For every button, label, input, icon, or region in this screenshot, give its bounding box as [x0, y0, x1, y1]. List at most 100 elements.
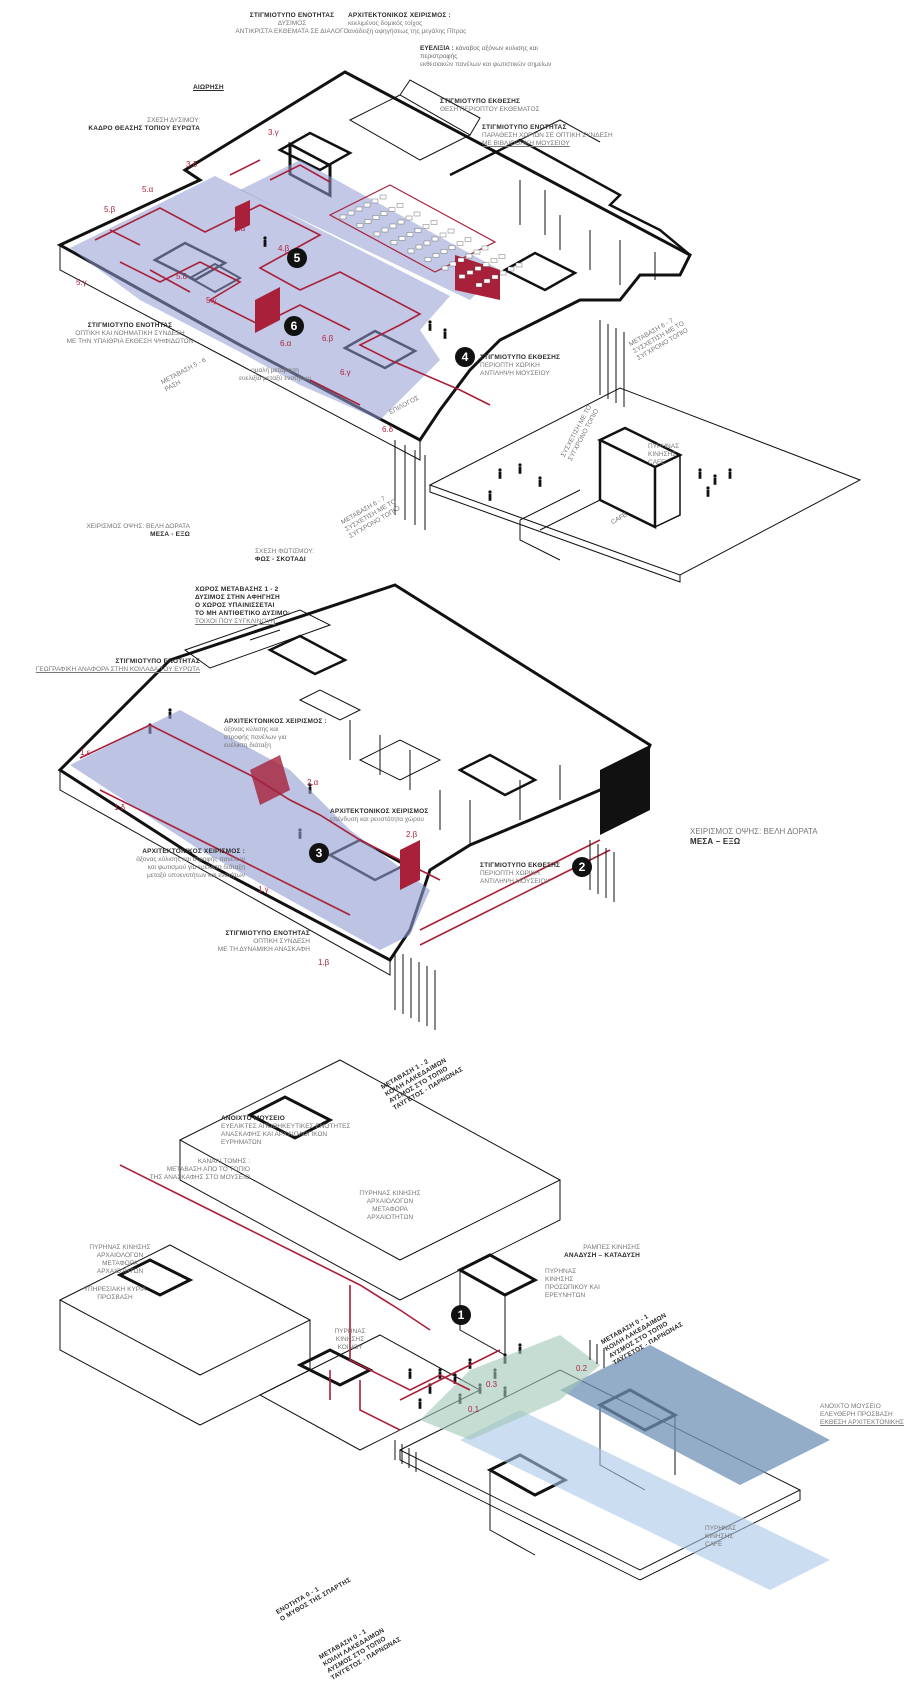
label-pyrinas-left: ΠΥΡΗΝΑΣ ΚΙΝΗΣΗΣ ΑΡΧΑΙΟΛΟΓΩΝ ΜΕΤΑΦΟΡΑ ΑΡΧ…: [89, 1244, 151, 1275]
display-plinth: [406, 232, 414, 237]
label-pyrinas-kinisis-archaiologon: ΠΥΡΗΝΑΣ ΚΙΝΗΣΗΣ ΑΡΧΑΙΟΛΟΓΩΝ ΜΕΤΑΦΟΡΑ ΑΡΧ…: [359, 1190, 421, 1221]
person-figure-head: [308, 783, 312, 787]
display-plinth: [422, 224, 430, 229]
display-plinth: [507, 266, 515, 272]
display-plinth: [388, 207, 396, 212]
label-anoixto-mouseio-1: ΑΝΟΙΧΤΟ ΜΟΥΣΕΙΟ ΕΥΕΛΙΚΤΕΣ ΑΠΟΘΗΚΕΥΤΙΚΕΣ …: [221, 1115, 351, 1146]
label-stigmiotypo-ekthesis-1: ΣΤΙΓΜΙΟΤΥΠΟ ΕΚΘΕΣΗΣ ΘΕΣΗ ΠΕΡΙΟΠΤΟΥ ΕΚΘΕΜ…: [440, 98, 540, 113]
label-kanali-tomis: ΚΑΝΑΛΙ ΤΟΜΗΣ : ΜΕΤΑΒΑΣΗ ΑΠΟ ΤΟ ΤΟΠΙΟ ΤΗΣ…: [149, 1158, 250, 1181]
label-stigmiotypo-enotitas-2: ΣΤΙΓΜΙΟΤΥΠΟ ΕΝΟΤΗΤΑΣ ΠΑΡΑΘΕΣΗ ΧΩΡΙΩΝ ΣΕ …: [482, 124, 613, 147]
label-stigmiotypo-ekthesis-2: ΣΤΙΓΜΙΟΤΥΠΟ ΕΚΘΕΣΗΣ ΠΕΡΙΟΠΤΗ ΧΩΡΙΚΗ ΑΝΤΙ…: [480, 354, 561, 377]
label-stigmiotypo-enotitas-1: ΣΤΙΓΜΙΟΤΥΠΟ ΕΝΟΤΗΤΑΣ ΔΥΣΙΜΟΣ ΑΝΤΙΚΡΙΣΤΑ …: [235, 12, 349, 35]
display-plinth: [356, 223, 364, 228]
unit-number-4: 4: [455, 347, 475, 367]
display-plinth: [380, 211, 388, 216]
space-tag: 2.α: [307, 778, 319, 787]
space-tag: 5.δ: [176, 272, 188, 281]
display-plinth: [449, 261, 457, 267]
display-plinth: [390, 240, 398, 245]
display-plinth: [432, 253, 440, 258]
label-pyrinas-cafe: ΠΥΡΗΝΑΣ ΚΙΝΗΣΗΣ CAFE: [705, 1525, 737, 1548]
person-figure-body: [538, 479, 542, 487]
display-plinth: [447, 228, 455, 234]
label-anoixto-mouseio-2: ΑΝΟΙΧΤΟ ΜΟΥΣΕΙΟ ΕΛΕΥΘΕΡΗ ΠΡΟΣΒΑΣΗ ΕΚΘΕΣΗ…: [820, 1403, 904, 1426]
unit-number-3: 3: [309, 843, 329, 863]
label-aiorisi: ΑΙΩΡΗΣΗ: [193, 84, 224, 91]
display-plinth: [498, 254, 506, 259]
unit-number-5: 5: [287, 248, 307, 268]
person-figure-body: [713, 477, 717, 485]
unit-number-6: 6: [284, 316, 304, 336]
person-figure-head: [168, 708, 172, 712]
person-figure-head: [468, 1358, 472, 1362]
person-figure-head: [518, 463, 522, 467]
person-figure-body: [428, 1386, 432, 1394]
unit-number-2: 2: [572, 857, 592, 877]
display-plinth: [490, 258, 498, 263]
display-plinth: [491, 274, 499, 280]
unit-number-1: 1: [451, 1305, 471, 1325]
label-ypiresiaki: ΥΠΗΡΕΣΙΑΚΗ ΚΥΡΙΑ ΠΡΟΣΒΑΣΗ: [83, 1286, 147, 1301]
display-plinth: [397, 219, 405, 225]
display-plinth: [481, 245, 489, 251]
label-cheirismos-opsis-2: ΧΕΙΡΙΣΜΟΣ ΟΨΗΣ: ΒΕΛΗ ΔΟΡΑΤΑ ΜΕΣΑ – ΕΞΩ: [690, 827, 818, 846]
person-figure-body: [518, 1346, 522, 1354]
person-figure-head: [418, 1398, 422, 1402]
person-figure-head: [438, 1368, 442, 1372]
display-plinth: [398, 236, 406, 241]
space-tag: 5.α: [142, 185, 154, 194]
display-plinth: [430, 220, 438, 225]
bottom-circulation-path: [119, 1164, 501, 1431]
display-plinth: [363, 202, 371, 208]
display-plinth: [448, 245, 456, 250]
person-figure-body: [518, 466, 522, 474]
person-figure-head: [728, 468, 732, 472]
display-plinth: [373, 231, 381, 237]
display-plinth: [475, 282, 483, 288]
person-figure-head: [408, 1368, 412, 1372]
display-plinth: [379, 194, 387, 200]
display-plinth: [347, 210, 355, 216]
person-figure-head: [263, 236, 267, 240]
person-figure-body: [498, 471, 502, 479]
display-plinth: [431, 236, 439, 242]
display-plinth: [474, 266, 482, 271]
space-tag: 3.δ: [186, 160, 198, 169]
space-tag: 1.δ: [114, 803, 126, 812]
label-stigmiotypo-enotitas-4: ΣΤΙΓΜΙΟΤΥΠΟ ΕΝΟΤΗΤΑΣ ΓΕΩΓΡΑΦΙΚΗ ΑΝΑΦΟΡΑ …: [35, 658, 200, 673]
space-tag: 4.α: [234, 224, 246, 233]
display-plinth: [466, 270, 474, 275]
label-stigmiotypo-ekthesis-3: ΣΤΙΓΜΙΟΤΥΠΟ ΕΚΘΕΣΗΣ ΠΕΡΙΟΠΤΗ ΧΩΡΙΚΗ ΑΝΤΙ…: [480, 862, 561, 885]
space-tag: 1.β: [318, 958, 330, 967]
display-plinth: [458, 274, 466, 279]
display-plinth: [457, 257, 465, 263]
label-eyelexia: ΕΥΕΛΙΞΙΑ : κάναβος αξόνων κυλισης και πε…: [420, 45, 552, 68]
space-tag: 3.γ: [268, 128, 279, 137]
label-arch-cheirismos-2: ΑΡΧΙΤΕΚΤΟΝΙΚΟΣ ΧΕΙΡΙΣΜΟΣ : άξονας κύλιση…: [224, 718, 327, 749]
bottom-green-zone: [420, 1335, 600, 1440]
person-figure-body: [728, 471, 732, 479]
space-tag: 6.δ: [382, 425, 394, 434]
person-figure-head: [428, 320, 432, 324]
space-tag: 0.3: [486, 1380, 498, 1389]
display-plinth: [396, 203, 404, 208]
label-arch-cheirismos-3: ΑΡΧΙΤΕΚΤΟΝΙΚΟΣ ΧΕΙΡΙΣΜΟΣ επένδυση και ρε…: [330, 808, 429, 823]
display-plinth: [464, 237, 472, 242]
space-tag: 6.α: [280, 339, 292, 348]
display-plinth: [473, 249, 481, 255]
top-plaza: [394, 320, 862, 583]
display-plinth: [499, 270, 507, 276]
label-pyrinas-kinisis: ΠΥΡΗΝΑΣ ΚΙΝΗΣΗΣ CAFE: [648, 443, 680, 466]
label-arch-cheirismos-1: ΑΡΧΙΤΕΚΤΟΝΙΚΟΣ ΧΕΙΡΙΣΜΟΣ : κεκλιμένος δο…: [348, 12, 467, 35]
label-scheseis-dysimou: ΣΧΕΣΗ ΔΥΣΙΜΟΥ: ΚΑΔΡΟ ΘΕΑΣΗΣ ΤΟΠΙΟΥ ΕΥΡΩΤ…: [88, 117, 200, 132]
person-figure-body: [428, 323, 432, 331]
label-stigmiotypo-enotitas-3: ΣΤΙΓΜΙΟΤΥΠΟ ΕΝΟΤΗΤΑΣ ΟΠΤΙΚΗ ΚΑΙ ΝΟΗΜΑΤΙΚ…: [66, 322, 194, 345]
bottom-columns: [394, 1340, 605, 1472]
person-figure-body: [706, 489, 710, 497]
person-figure-head: [443, 328, 447, 332]
display-plinth: [381, 227, 389, 233]
display-plinth: [339, 214, 347, 220]
display-plinth: [371, 198, 379, 204]
